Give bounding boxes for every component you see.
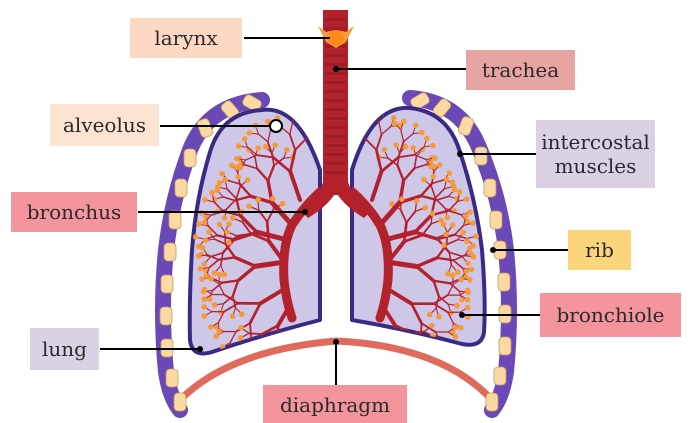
label-alveolus: alveolus [50, 104, 159, 146]
label-trachea: trachea [466, 50, 575, 90]
label-lung: lung [30, 328, 99, 370]
label-bronchiole: bronchiole [540, 293, 681, 337]
label-intercostal-muscles: intercostal muscles [536, 120, 655, 188]
alveolus-marker [270, 120, 282, 132]
label-larynx: larynx [130, 18, 242, 58]
label-diaphragm: diaphragm [263, 385, 407, 423]
label-intercostal-line2: muscles [555, 154, 637, 178]
label-rib: rib [568, 230, 631, 270]
label-intercostal-line1: intercostal [541, 130, 650, 154]
label-bronchus: bronchus [11, 192, 137, 232]
